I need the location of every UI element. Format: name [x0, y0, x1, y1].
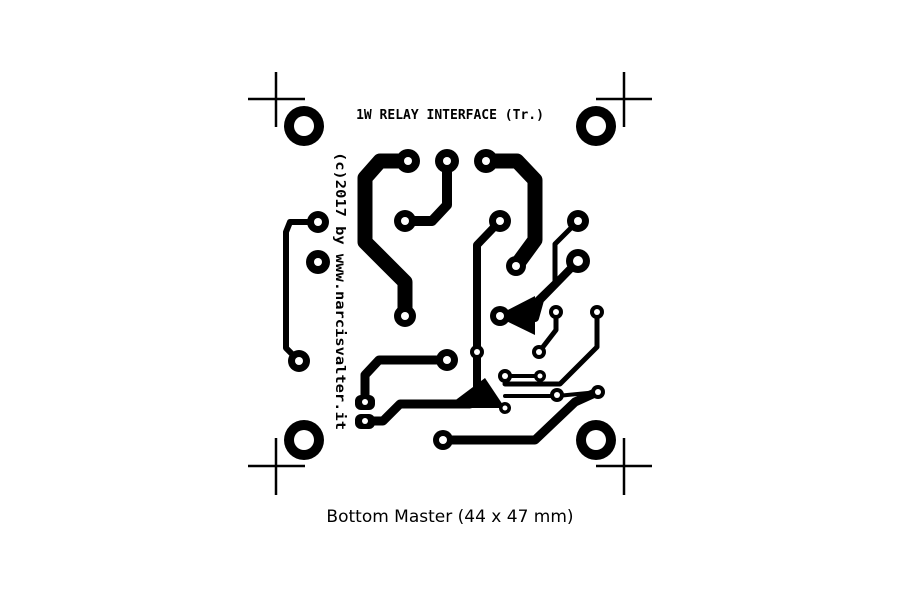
crosshair-bottom-right	[596, 438, 652, 495]
crosshair-bottom-left	[248, 438, 305, 495]
trace	[357, 153, 416, 324]
trace	[438, 387, 602, 445]
copper-fills	[445, 296, 535, 408]
board-credit: (c)2017 by www.narcisvalter.it	[332, 152, 347, 430]
trace	[360, 355, 452, 407]
pads	[288, 149, 605, 450]
trace	[531, 257, 582, 322]
transistor-pad	[445, 378, 505, 408]
trace	[283, 219, 321, 364]
copper-traces	[283, 153, 602, 445]
board-title: 1W RELAY INTERFACE (Tr.)	[356, 108, 544, 123]
trace	[400, 157, 452, 226]
mounting-holes	[284, 106, 616, 460]
crosshair-top-left	[248, 72, 305, 127]
board-caption: Bottom Master (44 x 47 mm)	[326, 507, 574, 527]
registration-marks	[248, 72, 652, 495]
crosshair-top-right	[596, 72, 652, 127]
transistor-pad	[496, 296, 535, 335]
trace	[502, 309, 600, 387]
trace	[478, 153, 543, 274]
